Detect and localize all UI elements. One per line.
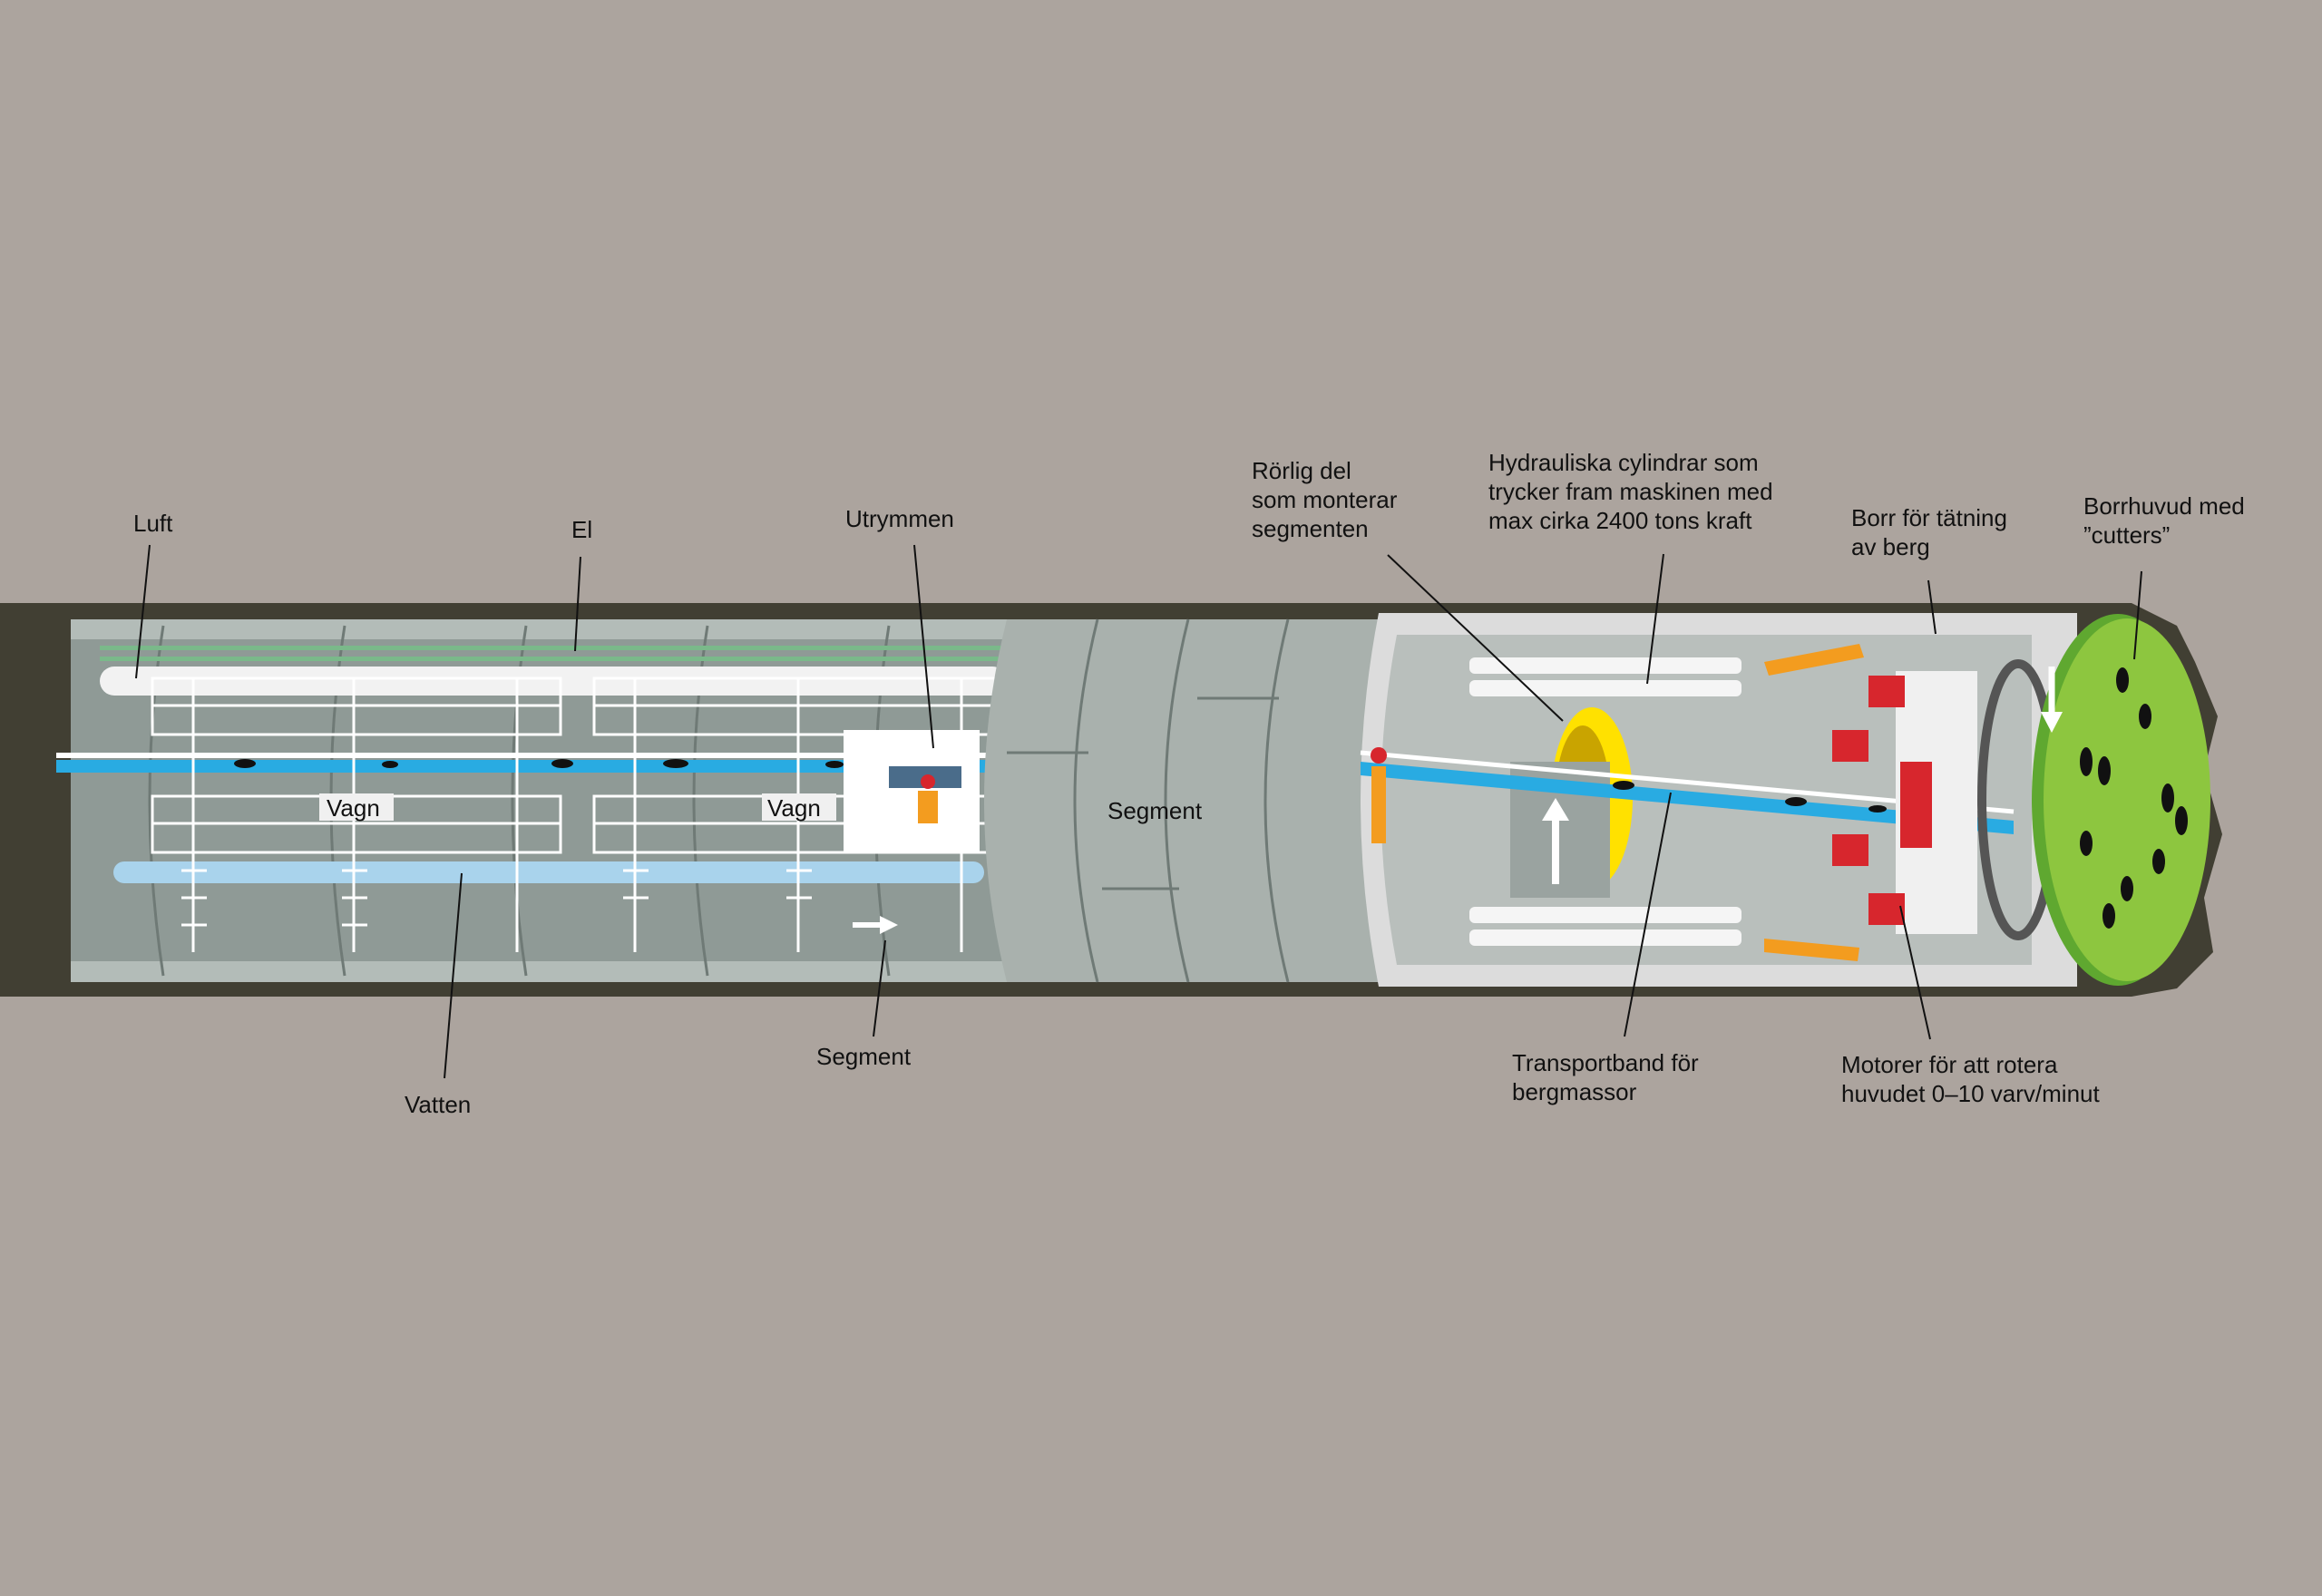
label-vagn-2: Vagn xyxy=(767,794,821,822)
label-el: El xyxy=(571,516,592,543)
label-luft: Luft xyxy=(133,510,173,537)
machine-shield xyxy=(1360,613,2077,987)
wagon-scaffold xyxy=(151,676,1004,952)
cutterhead xyxy=(2032,614,2210,986)
label-rorlig-del: Rörlig del som monterar segmenten xyxy=(1252,457,1404,542)
label-borr: Borr för tätning av berg xyxy=(1851,504,2014,560)
label-vatten: Vatten xyxy=(405,1091,471,1118)
label-segment-lower: Segment xyxy=(816,1043,912,1070)
label-motorer: Motorer för att rotera huvudet 0–10 varv… xyxy=(1841,1051,2101,1107)
leader-lines xyxy=(135,544,2142,1079)
sealing-drills xyxy=(1764,644,1864,961)
drive-motors xyxy=(1832,676,1932,925)
water-pipe xyxy=(113,861,984,883)
electric-cable xyxy=(100,646,1007,650)
label-segment-inner: Segment xyxy=(1107,797,1203,824)
cutter-slots xyxy=(2080,667,2188,929)
label-borrhuvud: Borrhuvud med ”cutters” xyxy=(2083,492,2251,549)
conveyor-belt-front xyxy=(1361,762,2014,834)
label-transportband: Transportband för bergmassor xyxy=(1512,1049,1705,1105)
segment-rings xyxy=(984,618,1392,983)
label-vagn-1: Vagn xyxy=(327,794,380,822)
worker xyxy=(1371,766,1386,843)
control-room xyxy=(844,730,980,852)
label-hydrauliska: Hydrauliska cylindrar som trycker fram m… xyxy=(1488,449,1780,534)
back-tunnel-section xyxy=(56,619,1014,982)
air-pipe xyxy=(100,667,1007,696)
conveyor-belt-rear xyxy=(56,760,1009,773)
label-utrymmen: Utrymmen xyxy=(845,505,954,532)
hydraulic-cylinders xyxy=(1469,657,1742,946)
